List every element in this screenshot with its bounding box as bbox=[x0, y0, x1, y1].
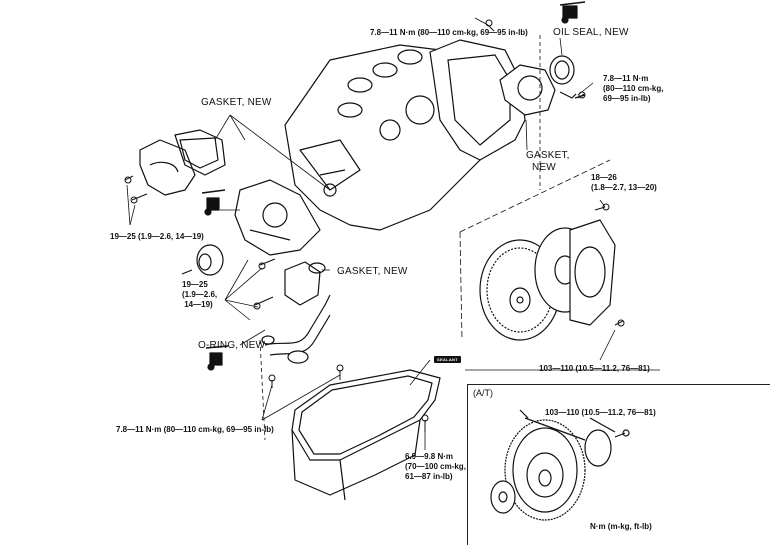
at-inset-title: (A/T) bbox=[473, 388, 493, 398]
cylinder-block bbox=[284, 44, 511, 231]
bolts bbox=[124, 19, 625, 432]
crank-gear bbox=[181, 244, 224, 276]
oil-pan bbox=[291, 369, 441, 501]
pressure-plate-torque-label: 18—26 (1.8—2.7, 13—20) bbox=[591, 173, 657, 192]
oil-seal-label: OIL SEAL, NEW bbox=[553, 27, 629, 38]
front-gasket-label: GASKET, NEW bbox=[201, 97, 272, 108]
water-pump bbox=[139, 129, 226, 196]
strainer-gasket-label: GASKET, NEW bbox=[337, 266, 408, 277]
flywheel-mt-torque-label: 103—110 (10.5—11.2, 76—81) bbox=[539, 364, 650, 373]
sealant-icons bbox=[201, 1, 586, 371]
oil-strainer bbox=[261, 261, 331, 364]
rear-gasket-label: GASKET, NEW bbox=[526, 150, 570, 173]
oil-pump bbox=[234, 179, 321, 256]
rear-plate bbox=[429, 39, 526, 161]
leader-lines bbox=[126, 17, 660, 450]
pressure-plate bbox=[569, 219, 616, 326]
oil-pan-bolt-torque-label: 7.8—11 N·m (80—110 cm-kg, 69—95 in-lb) bbox=[116, 425, 274, 434]
drive-plate-at bbox=[490, 409, 630, 521]
sealant-tube-icon: SEALANT bbox=[434, 356, 461, 363]
oil-seal-bolt-torque-label: 7.8—11 N·m (80—110 cm-kg, 69—95 in-lb) bbox=[603, 74, 664, 103]
at-inset-frame bbox=[467, 384, 770, 545]
oil-pump-torque-label: 19—25 (1.9—2.6, 14—19) bbox=[182, 280, 218, 309]
o-ring-label: O-RING, NEW bbox=[198, 340, 266, 351]
drain-plug-torque-label: 6.9—9.8 N·m (70—100 cm-kg, 61—87 in-lb) bbox=[405, 452, 466, 481]
flywheel-at-torque-label: 103—110 (10.5—11.2, 76—81) bbox=[545, 408, 656, 417]
unit-legend: N·m (m-kg, ft-lb) bbox=[590, 522, 652, 531]
rear-cover-bolt-torque-label: 7.8—11 N·m (80—110 cm-kg, 69—95 in-lb) bbox=[370, 28, 528, 37]
rear-seal-housing bbox=[499, 55, 586, 116]
water-pump-torque-label: 19—25 (1.9—2.6, 14—19) bbox=[110, 232, 204, 241]
